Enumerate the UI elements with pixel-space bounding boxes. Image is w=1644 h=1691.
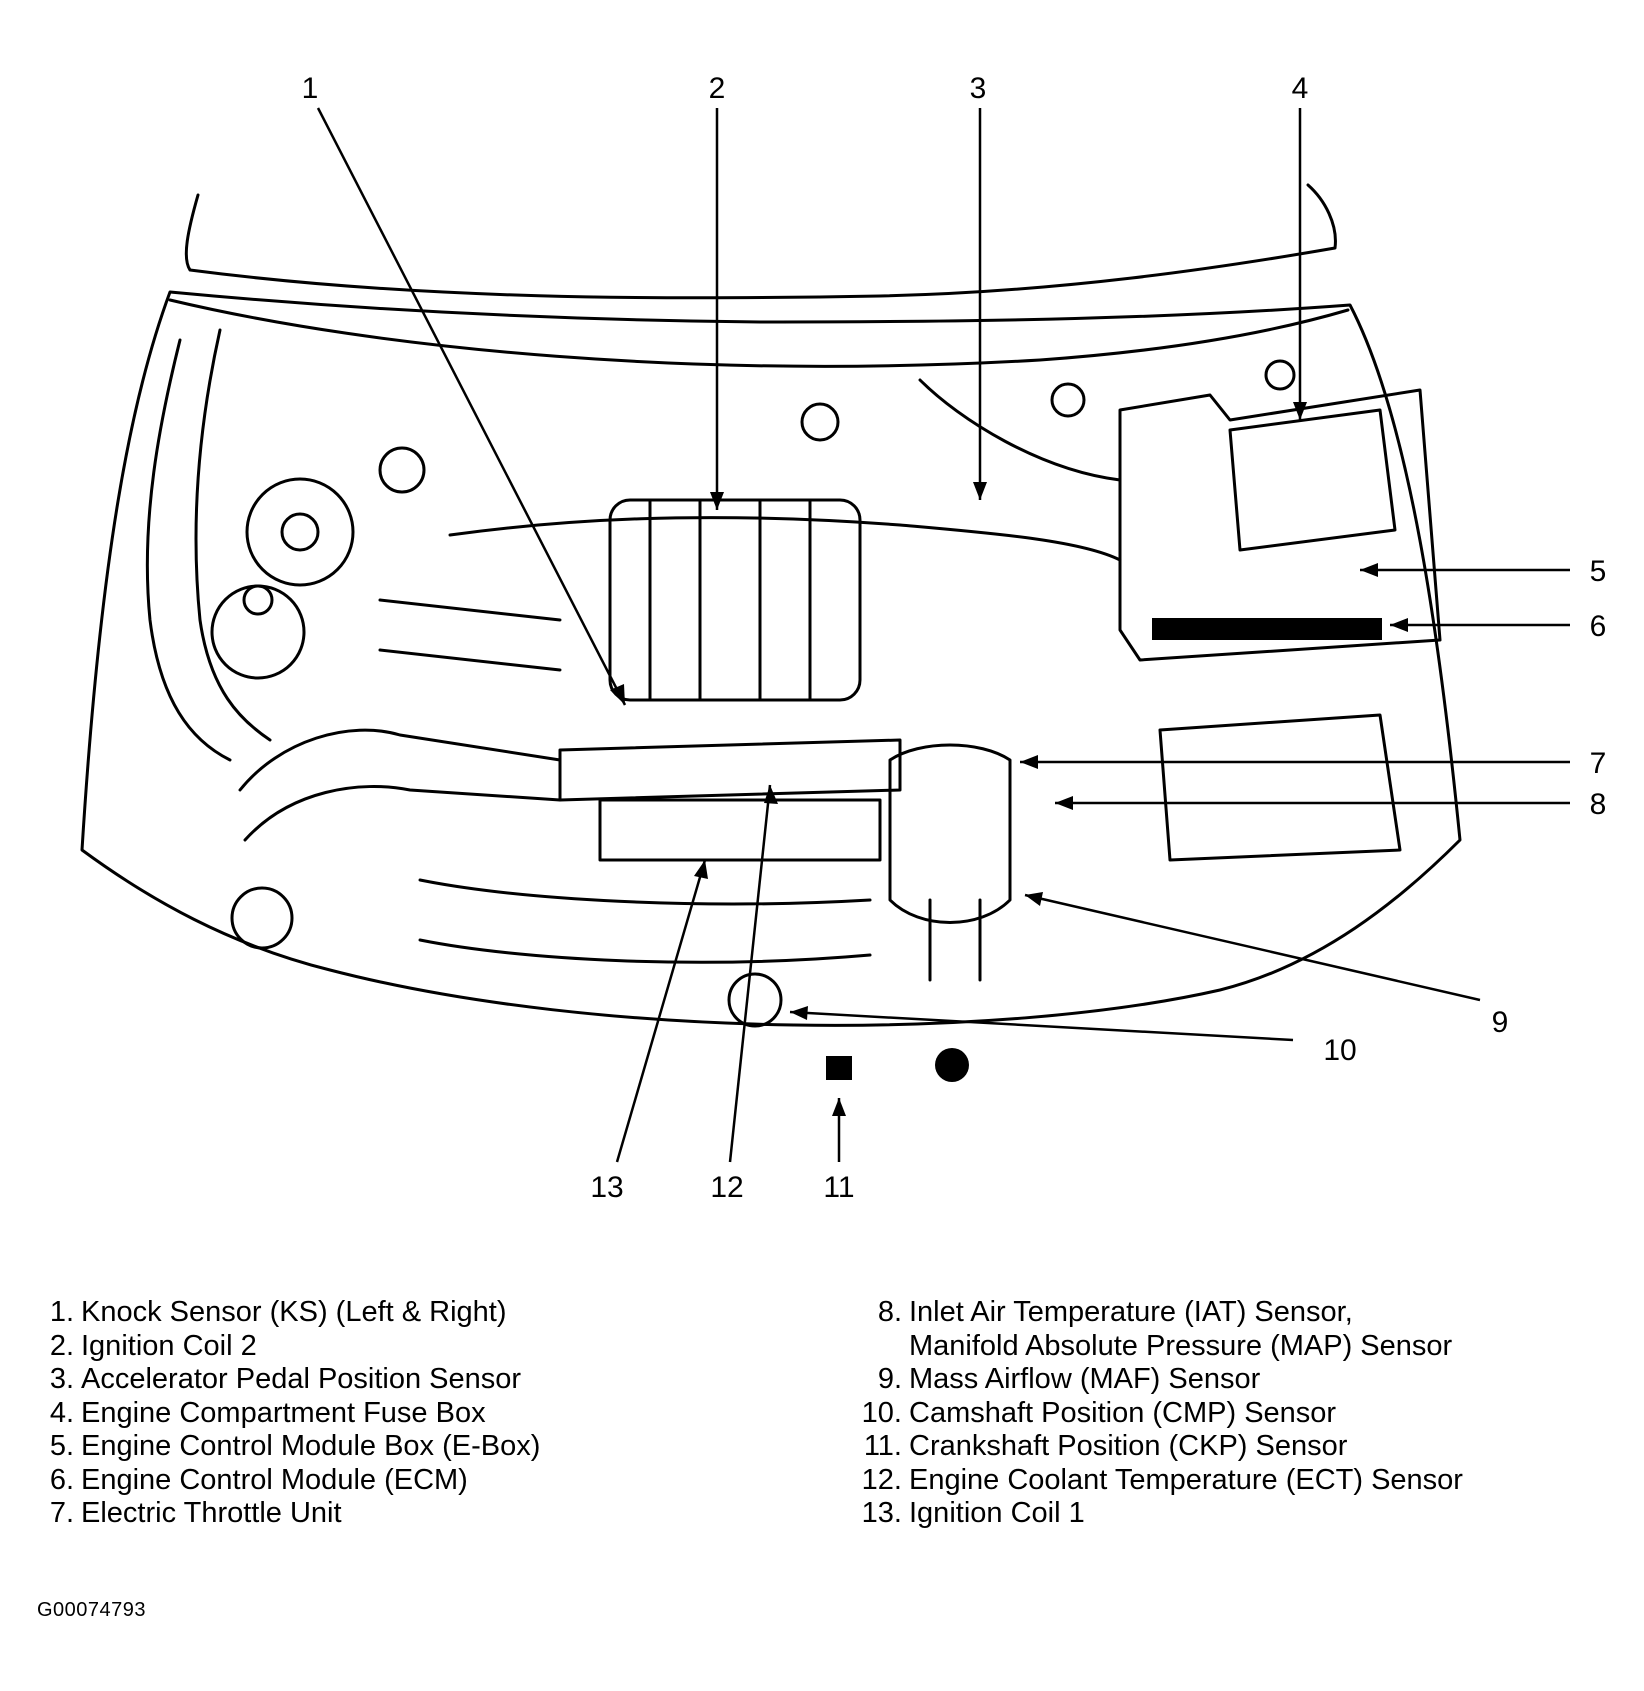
reservoir-cap bbox=[210, 584, 306, 680]
legend-item: 5.Engine Control Module Box (E-Box) bbox=[49, 1430, 541, 1462]
hood-outline bbox=[184, 183, 1337, 300]
legend-right: 8.Inlet Air Temperature (IAT) Sensor, 0M… bbox=[852, 1296, 1632, 1531]
fuse-box bbox=[1228, 408, 1397, 552]
callout-12: 12 bbox=[710, 1171, 743, 1204]
legend-item: 3.Accelerator Pedal Position Sensor bbox=[49, 1363, 522, 1395]
callout-6: 6 bbox=[1590, 610, 1607, 643]
cmp-marker bbox=[935, 1048, 969, 1082]
legend-item: 9.Mass Airflow (MAF) Sensor bbox=[877, 1363, 1261, 1395]
engine-compartment-diagram: 1 2 3 4 5 6 7 8 9 10 11 12 13 bbox=[80, 72, 1607, 1204]
leader-9 bbox=[1024, 893, 1481, 1002]
legend-item: 12.Engine Coolant Temperature (ECT) Sens… bbox=[861, 1463, 1463, 1496]
ecm-box bbox=[1118, 388, 1442, 662]
legend-item: 13.Ignition Coil 1 bbox=[861, 1497, 1085, 1529]
legend-item: 2.Ignition Coil 2 bbox=[49, 1329, 257, 1362]
legend-item: 4.Engine Compartment Fuse Box bbox=[49, 1396, 486, 1429]
callout-11: 11 bbox=[823, 1171, 854, 1204]
callout-7: 7 bbox=[1590, 747, 1607, 780]
callout-1: 1 bbox=[302, 72, 319, 105]
legend-item: 7.Electric Throttle Unit bbox=[49, 1497, 342, 1529]
leader-10 bbox=[789, 1010, 1294, 1042]
legend-left: 1.Knock Sensor (KS) (Left & Right) 2.Ign… bbox=[44, 1296, 804, 1531]
callout-2: 2 bbox=[709, 72, 726, 105]
legend-item: 8.Inlet Air Temperature (IAT) Sensor, bbox=[877, 1296, 1353, 1328]
legend-item: 11.Crankshaft Position (CKP) Sensor bbox=[863, 1430, 1348, 1462]
callout-9: 9 bbox=[1492, 1006, 1509, 1039]
legend-item: 1.Knock Sensor (KS) (Left & Right) bbox=[49, 1296, 507, 1328]
leader-1 bbox=[316, 107, 627, 706]
callout-4: 4 bbox=[1292, 72, 1309, 105]
intake-manifold bbox=[608, 498, 862, 702]
legend-item: 6.Engine Control Module (ECM) bbox=[49, 1463, 468, 1496]
figure-id: G00074793 bbox=[37, 1599, 147, 1621]
ckp-marker bbox=[826, 1056, 852, 1080]
legend-item: 10.Camshaft Position (CMP) Sensor bbox=[861, 1396, 1337, 1429]
cowl-line bbox=[168, 298, 1350, 368]
reservoir-cap bbox=[245, 477, 355, 587]
ecm-label-bar bbox=[1152, 618, 1382, 640]
callout-5: 5 bbox=[1590, 555, 1607, 588]
callout-8: 8 bbox=[1590, 788, 1607, 821]
leader-13 bbox=[615, 859, 707, 1163]
callout-3: 3 bbox=[970, 72, 987, 105]
legend-item-continuation: 0Manifold Absolute Pressure (MAP) Sensor bbox=[909, 1329, 1453, 1362]
compartment-outline bbox=[80, 290, 1462, 1027]
leader-12 bbox=[728, 784, 772, 1163]
callout-10: 10 bbox=[1323, 1034, 1356, 1067]
callout-13: 13 bbox=[590, 1171, 623, 1204]
